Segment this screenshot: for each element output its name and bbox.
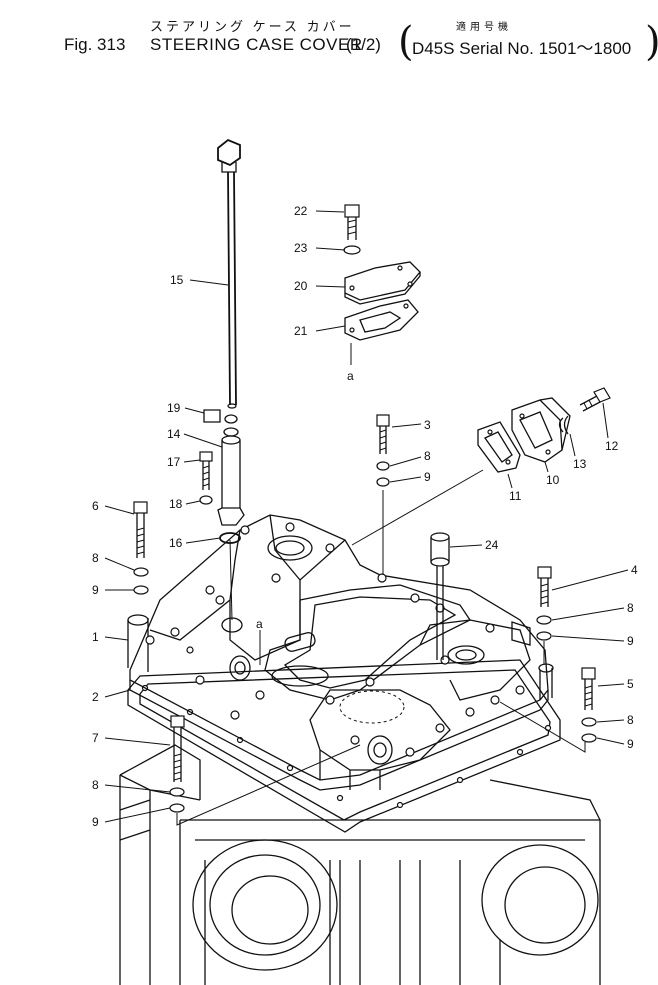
- gasket-2: [127, 659, 561, 833]
- label-24: 24: [485, 538, 499, 552]
- washer-23: [343, 245, 361, 255]
- label-1: 1: [92, 630, 99, 644]
- joint-bolt-12: [579, 387, 611, 412]
- cover-plate-20: [344, 261, 421, 305]
- label-20: 20: [294, 279, 308, 293]
- washer-18: [199, 495, 213, 505]
- steering-case-cover-1: [127, 514, 554, 791]
- label-8-b: 8: [92, 551, 99, 565]
- dipstick-15: [217, 138, 241, 409]
- label-a-mid: a: [256, 617, 263, 631]
- label-19: 19: [167, 401, 181, 415]
- bolt-5-leader: [499, 701, 586, 753]
- leader-lines: [104, 210, 629, 823]
- label-8-c: 8: [627, 601, 634, 615]
- washer-9-b: [133, 585, 149, 595]
- label-6: 6: [92, 499, 99, 513]
- washer-9-a: [376, 477, 390, 487]
- breather-24: [430, 532, 450, 660]
- sheet-fraction: (1/2): [346, 35, 381, 54]
- label-9-d: 9: [627, 737, 634, 751]
- label-9-a: 9: [424, 470, 431, 484]
- washer-8-a: [376, 461, 390, 471]
- title-japanese: ステアリング ケース カバー: [150, 19, 355, 34]
- label-12: 12: [605, 439, 619, 453]
- label-17: 17: [167, 455, 181, 469]
- o-ring-19: [203, 409, 238, 424]
- label-8-e: 8: [92, 778, 99, 792]
- label-22: 22: [294, 204, 308, 218]
- label-18: 18: [169, 497, 183, 511]
- snap-ring-13: [558, 415, 569, 435]
- label-16: 16: [169, 536, 183, 550]
- figure-number: Fig. 313: [64, 35, 126, 54]
- gasket-11: [477, 421, 521, 473]
- label-23: 23: [294, 241, 308, 255]
- label-4: 4: [631, 563, 638, 577]
- label-9-e: 9: [92, 815, 99, 829]
- washer-8-c: [536, 615, 552, 625]
- bolt-17: [199, 451, 213, 490]
- guide-tube-14: [217, 427, 245, 526]
- washer-9-e: [169, 803, 185, 813]
- applicability-japanese: 適用号機: [456, 22, 512, 33]
- label-10: 10: [546, 473, 560, 487]
- label-13: 13: [573, 457, 587, 471]
- label-3: 3: [424, 418, 431, 432]
- washer-8-e: [169, 787, 185, 797]
- title-english: STEERING CASE COVER: [150, 35, 363, 54]
- label-8-d: 8: [627, 713, 634, 727]
- label-5: 5: [627, 677, 634, 691]
- washer-8-b: [133, 567, 149, 577]
- applicability-close-paren: ): [645, 22, 658, 62]
- applicability-open-paren: (: [398, 19, 414, 65]
- label-11: 11: [509, 489, 522, 503]
- flange-10: [511, 397, 571, 463]
- transmission-case: [119, 744, 601, 985]
- label-9-c: 9: [627, 634, 634, 648]
- washer-9-d: [581, 733, 597, 743]
- label-21: 21: [294, 324, 308, 338]
- bolt-22: [344, 204, 360, 240]
- label-14: 14: [167, 427, 181, 441]
- label-8-a: 8: [424, 449, 431, 463]
- applicability-serial-range: D45S Serial No. 1501～1800: [412, 39, 632, 58]
- gasket-21: [344, 299, 419, 341]
- bolt-4: [537, 566, 552, 607]
- label-9-b: 9: [92, 583, 99, 597]
- bolt-5: [581, 667, 596, 710]
- label-a-top: a: [347, 369, 354, 383]
- washer-9-c: [536, 631, 552, 641]
- part-number-labels: 22 23 20 21 a 15 19 14 17 18 16 3 8 9 11…: [92, 204, 638, 829]
- washer-8-d: [581, 717, 597, 727]
- bolt-3: [376, 414, 390, 454]
- label-7: 7: [92, 731, 99, 745]
- bolt-7: [170, 715, 185, 782]
- flange-leader: [351, 469, 484, 546]
- label-2: 2: [92, 690, 99, 704]
- bolt-6: [133, 501, 148, 558]
- bolt-7-leader: [176, 744, 361, 826]
- label-15: 15: [170, 273, 184, 287]
- tube-leader: [229, 539, 233, 621]
